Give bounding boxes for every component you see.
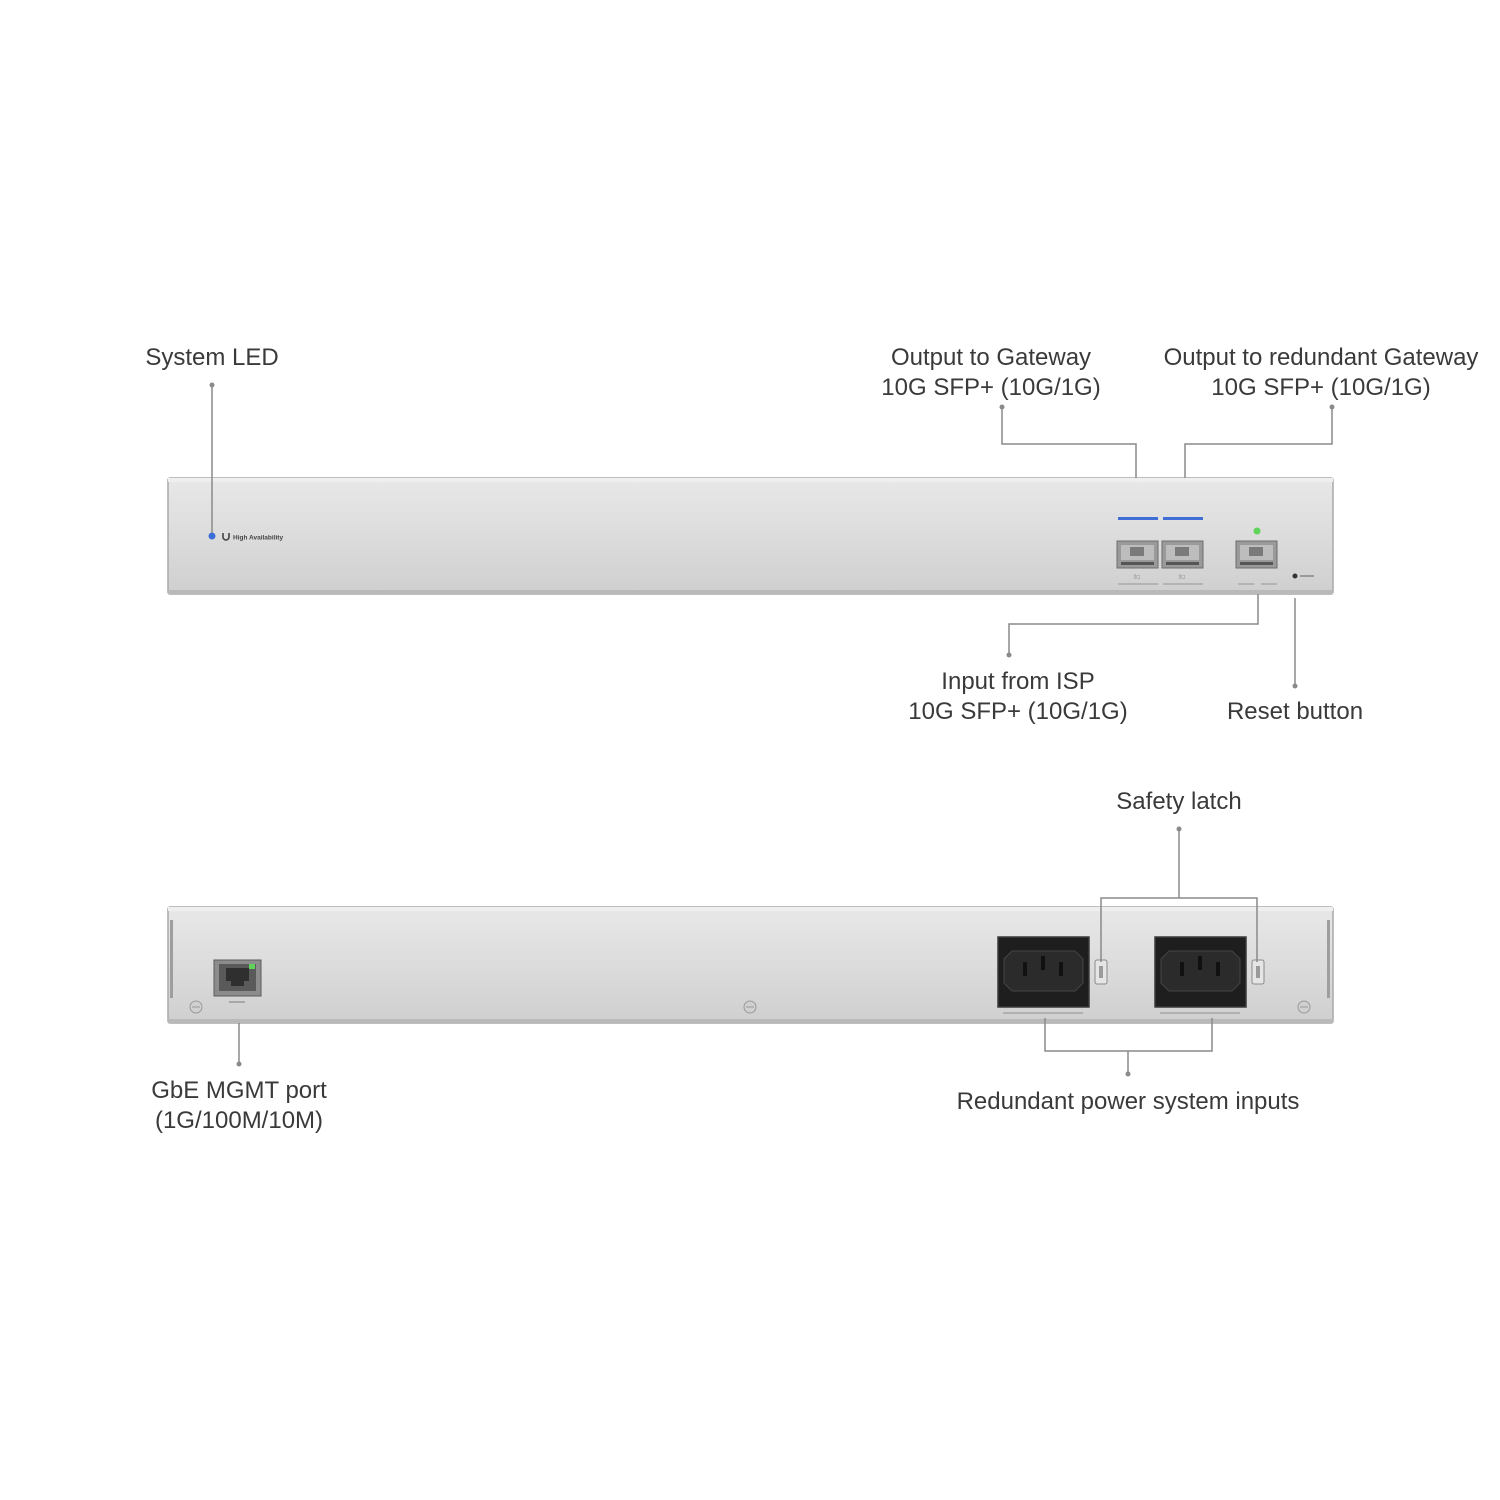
label-output-redundant: Output to redundant Gateway 10G SFP+ (10… <box>1156 343 1486 403</box>
rear-leader-lines <box>238 829 1258 1074</box>
label-text: Reset button <box>1226 698 1364 725</box>
front-leader-lines <box>211 385 1333 686</box>
mgmt-link-led <box>249 964 255 969</box>
svg-text:▯◻: ▯◻ <box>1134 574 1141 580</box>
sfp-port-isp[interactable] <box>1235 540 1278 585</box>
system-led <box>208 532 216 540</box>
label-reset-button: Reset button <box>1195 697 1395 727</box>
mgmt-rj45-port[interactable] <box>213 959 262 1003</box>
rear-panel <box>167 906 1334 1024</box>
label-redundant-power: Redundant power system inputs <box>928 1087 1328 1117</box>
leader-output-redundant <box>1184 407 1333 478</box>
front-panel: High Availability ▯◻ ▯◻ <box>167 477 1334 595</box>
label-text: (1G/100M/10M) <box>154 1107 324 1134</box>
label-text: Input from ISP <box>941 668 1095 695</box>
ubiquiti-logo-icon <box>222 533 230 541</box>
safety-latch-2[interactable] <box>1251 959 1265 985</box>
leader-output-gateway <box>1001 407 1137 478</box>
label-system-led: System LED <box>112 343 312 373</box>
gateway-link-bar <box>1118 517 1158 520</box>
label-text: Safety latch <box>1116 788 1242 815</box>
label-text: Output to Gateway <box>890 344 1092 371</box>
badge-text: High Availability <box>233 535 283 542</box>
label-text: GbE MGMT port <box>151 1077 327 1104</box>
label-text: 10G SFP+ (10G/1G) <box>881 374 1101 401</box>
label-input-isp: Input from ISP 10G SFP+ (10G/1G) <box>868 667 1168 727</box>
reset-button[interactable] <box>1292 573 1298 579</box>
svg-text:▯◻: ▯◻ <box>1179 574 1186 580</box>
label-text: Redundant power system inputs <box>956 1088 1300 1115</box>
label-text: System LED <box>145 344 279 371</box>
power-inlet-2[interactable] <box>1154 936 1247 1014</box>
label-mgmt-port: GbE MGMT port (1G/100M/10M) <box>114 1076 364 1136</box>
label-text: 10G SFP+ (10G/1G) <box>1211 374 1431 401</box>
label-output-gateway: Output to Gateway 10G SFP+ (10G/1G) <box>841 343 1141 403</box>
sfp-port-redundant[interactable]: ▯◻ <box>1161 540 1204 585</box>
label-text: 10G SFP+ (10G/1G) <box>908 698 1128 725</box>
redundant-link-bar <box>1163 517 1203 520</box>
sfp-port-gateway[interactable]: ▯◻ <box>1116 540 1159 585</box>
reset-label-mark <box>1300 575 1314 577</box>
label-safety-latch: Safety latch <box>1079 787 1279 817</box>
power-inlet-1[interactable] <box>997 936 1090 1014</box>
leader-dots-front <box>209 382 1335 689</box>
safety-latch-1[interactable] <box>1094 959 1108 985</box>
leader-dots-rear <box>236 826 1182 1077</box>
leader-input-isp <box>1008 594 1259 655</box>
label-text: Output to redundant Gateway <box>1163 344 1479 371</box>
isp-status-led <box>1253 527 1261 535</box>
